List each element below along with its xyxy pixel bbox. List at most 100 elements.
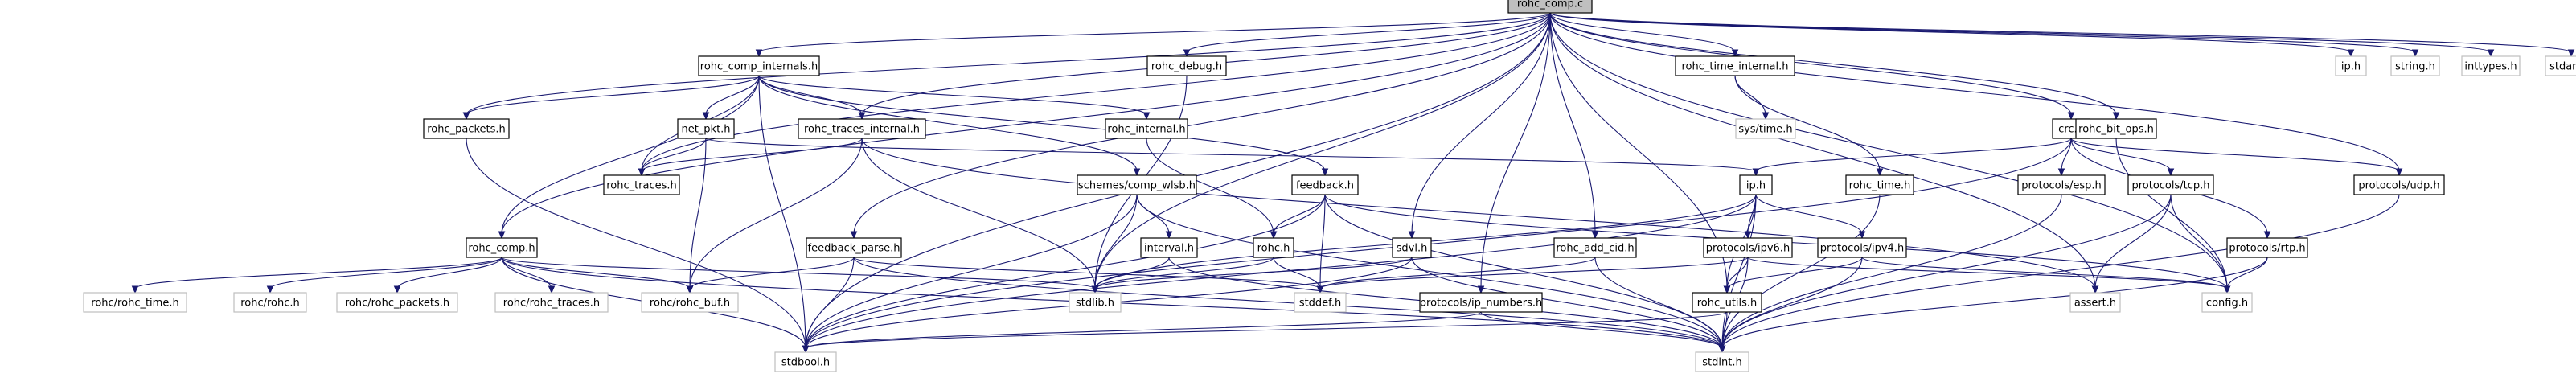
- edge-rohc-comp-c-to-rohc-debug-h: [1186, 12, 1551, 53]
- node-label: ip.h: [1746, 180, 1766, 192]
- node-box: [1419, 292, 1543, 313]
- edge-protocols-ipv6-h-to-stddef-h: [1319, 257, 1749, 289]
- node-label: rohc_comp.h: [468, 243, 535, 255]
- node-box: [698, 55, 820, 76]
- node-net-pkt-h[interactable]: net_pkt.h: [677, 118, 735, 139]
- node-label: sys/time.h: [1738, 124, 1792, 136]
- node-box: [2353, 174, 2445, 195]
- arrowhead-rohc-time-internal-h-to-sys-time-h: [1762, 112, 1770, 121]
- node-box: [1291, 174, 1359, 195]
- edge-rohc-add-cid-h-to-stddef-h: [1319, 257, 1596, 289]
- node-label: protocols/esp.h: [2021, 180, 2102, 192]
- node-box: [806, 237, 902, 258]
- node-rohc-rohc-buf-h: rohc/rohc_buf.h: [641, 292, 739, 313]
- arrowhead-protocols-ipv4-h-to-config-h: [2223, 285, 2231, 294]
- node-label: ip.h: [2341, 61, 2361, 73]
- node-box: [2390, 55, 2440, 76]
- node-stdlib-h: stdlib.h: [1069, 292, 1122, 313]
- node-protocols-ip-numbers-h[interactable]: protocols/ip_numbers.h: [1419, 292, 1543, 313]
- node-rohc-time-internal-h[interactable]: rohc_time_internal.h: [1675, 55, 1795, 76]
- node-rohc-packets-h[interactable]: rohc_packets.h: [423, 118, 510, 139]
- edge-rohc-comp-h-to-rohc-rohc-h: [269, 257, 502, 289]
- node-feedback-h[interactable]: feedback.h: [1291, 174, 1359, 195]
- node-box: [1077, 174, 1197, 195]
- arrowhead-rohc-comp-c-to-rohc-comp-internals-h: [755, 49, 763, 58]
- edge-crc-h-to-ip-h: [1755, 138, 2072, 172]
- edge-crc-h-to-protocols-udp-h: [2070, 138, 2400, 172]
- node-rohc-comp-internals-h[interactable]: rohc_comp_internals.h: [698, 55, 820, 76]
- node-label: rohc_internal.h: [1107, 124, 1185, 136]
- node-protocols-udp-h[interactable]: protocols/udp.h: [2353, 174, 2445, 195]
- arrowhead-crc-h-to-protocols-udp-h: [2395, 168, 2403, 177]
- node-box: [1392, 237, 1432, 258]
- node-rohc-debug-h[interactable]: rohc_debug.h: [1146, 55, 1227, 76]
- node-label: rohc_utils.h: [1697, 298, 1758, 310]
- node-stddef-h: stddef.h: [1294, 292, 1347, 313]
- node-label: rohc.h: [1257, 243, 1290, 255]
- node-ip-h[interactable]: ip.h: [1739, 174, 1773, 195]
- node-rohc-comp-h[interactable]: rohc_comp.h: [466, 237, 538, 258]
- arrowhead-rohc-comp-internals-h-to-rohc-comp-h: [498, 231, 506, 240]
- node-box: [2069, 292, 2121, 313]
- edge-ip-h-to-protocols-ipv4-h: [1755, 194, 1863, 235]
- node-rohc-add-cid-h[interactable]: rohc_add_cid.h: [1553, 237, 1637, 258]
- node-protocols-tcp-h[interactable]: protocols/tcp.h: [2127, 174, 2214, 195]
- node-label: rohc_time.h: [1849, 180, 1911, 192]
- node-ip-h-ext: ip.h: [2335, 55, 2367, 76]
- edge-rohc-utils-h-to-stdint-h: [1721, 311, 1728, 349]
- edge-rohc-comp-c-to-rohc-time-internal-h: [1549, 12, 1736, 53]
- arrowhead-rohc-time-internal-h-to-rohc-time-h: [1876, 168, 1884, 177]
- arrowhead-protocols-ipv4-h-to-rohc-utils-h: [1723, 285, 1731, 294]
- node-box: [233, 292, 307, 313]
- node-label: rohc_add_cid.h: [1556, 243, 1634, 255]
- edge-feedback-h-to-stdint-h: [1324, 194, 1723, 349]
- node-label: rohc_time_internal.h: [1681, 61, 1788, 73]
- arrowhead-crc-h-to-protocols-tcp-h: [2167, 168, 2175, 177]
- edge-protocols-ipv6-h-to-config-h: [1747, 257, 2228, 289]
- arrowhead-rohc-comp-c-to-feedback-parse-h: [850, 231, 858, 240]
- node-label: rohc/rohc_buf.h: [650, 298, 730, 310]
- arrowhead-crc-h-to-ip-h: [1752, 168, 1760, 177]
- arrowhead-rohc-comp-c-to-rohc-add-cid-h: [1591, 231, 1599, 240]
- node-label: protocols/rtp.h: [2229, 243, 2305, 255]
- node-sdvl-h[interactable]: sdvl.h: [1392, 237, 1432, 258]
- edge-rohc-traces-internal-h-to-rohc-rohc-buf-h: [689, 138, 863, 289]
- edge-rohc-comp-c-to-string-h: [1549, 12, 2416, 53]
- node-protocols-ipv6-h[interactable]: protocols/ipv6.h: [1703, 237, 1793, 258]
- node-box: [641, 292, 739, 313]
- edge-rohc-comp-internals-h-to-feedback-h: [758, 75, 1326, 172]
- node-feedback-parse-h[interactable]: feedback_parse.h: [806, 237, 902, 258]
- node-rohc-h[interactable]: rohc.h: [1253, 237, 1294, 258]
- node-label: rohc_bit_ops.h: [2078, 124, 2154, 136]
- arrowhead-rohc-comp-h-to-rohc-rohc-time-h: [131, 285, 139, 294]
- edge-rohc-comp-c-to-rohc-comp-internals-h: [758, 12, 1551, 53]
- node-rohc-utils-h[interactable]: rohc_utils.h: [1692, 292, 1762, 313]
- node-schemes-comp-wlsb-h[interactable]: schemes/comp_wlsb.h: [1077, 174, 1197, 195]
- node-label: sdvl.h: [1397, 243, 1428, 255]
- node-rohc-bit-ops-h[interactable]: rohc_bit_ops.h: [2075, 118, 2157, 139]
- node-label: rohc/rohc_packets.h: [345, 298, 449, 310]
- edge-rohc-comp-internals-h-to-rohc-internal-h: [758, 75, 1147, 116]
- edge-protocols-ipv6-h-to-rohc-utils-h: [1726, 257, 1749, 289]
- node-box: [466, 237, 538, 258]
- node-box: [2201, 292, 2253, 313]
- node-protocols-esp-h[interactable]: protocols/esp.h: [2017, 174, 2106, 195]
- edge-rohc-packets-h-to-stdbool-h: [466, 138, 806, 349]
- node-rohc-traces-internal-h[interactable]: rohc_traces_internal.h: [798, 118, 926, 139]
- arrowhead-crc-h-to-protocols-esp-h: [2057, 168, 2065, 177]
- arrowhead-rohc-utils-h-to-stdbool-h: [802, 345, 810, 354]
- node-box: [2017, 174, 2106, 195]
- arrowhead-rohc-comp-c-to-rohc-debug-h: [1183, 49, 1191, 58]
- edge-rohc-comp-c-to-rohc-traces-h: [641, 12, 1551, 172]
- edge-rohc-comp-internals-h-to-schemes-comp-wlsb-h: [758, 75, 1138, 172]
- node-protocols-ipv4-h[interactable]: protocols/ipv4.h: [1817, 237, 1907, 258]
- node-label: stdlib.h: [1076, 298, 1114, 310]
- node-box: [1703, 237, 1793, 258]
- node-interval-h[interactable]: interval.h: [1140, 237, 1198, 258]
- node-rohc-internal-h[interactable]: rohc_internal.h: [1105, 118, 1188, 139]
- node-rohc-traces-h[interactable]: rohc_traces.h: [603, 174, 680, 195]
- node-box: [1695, 351, 1749, 372]
- node-protocols-rtp-h[interactable]: protocols/rtp.h: [2226, 237, 2308, 258]
- node-rohc-time-h[interactable]: rohc_time.h: [1845, 174, 1914, 195]
- node-box: [336, 292, 458, 313]
